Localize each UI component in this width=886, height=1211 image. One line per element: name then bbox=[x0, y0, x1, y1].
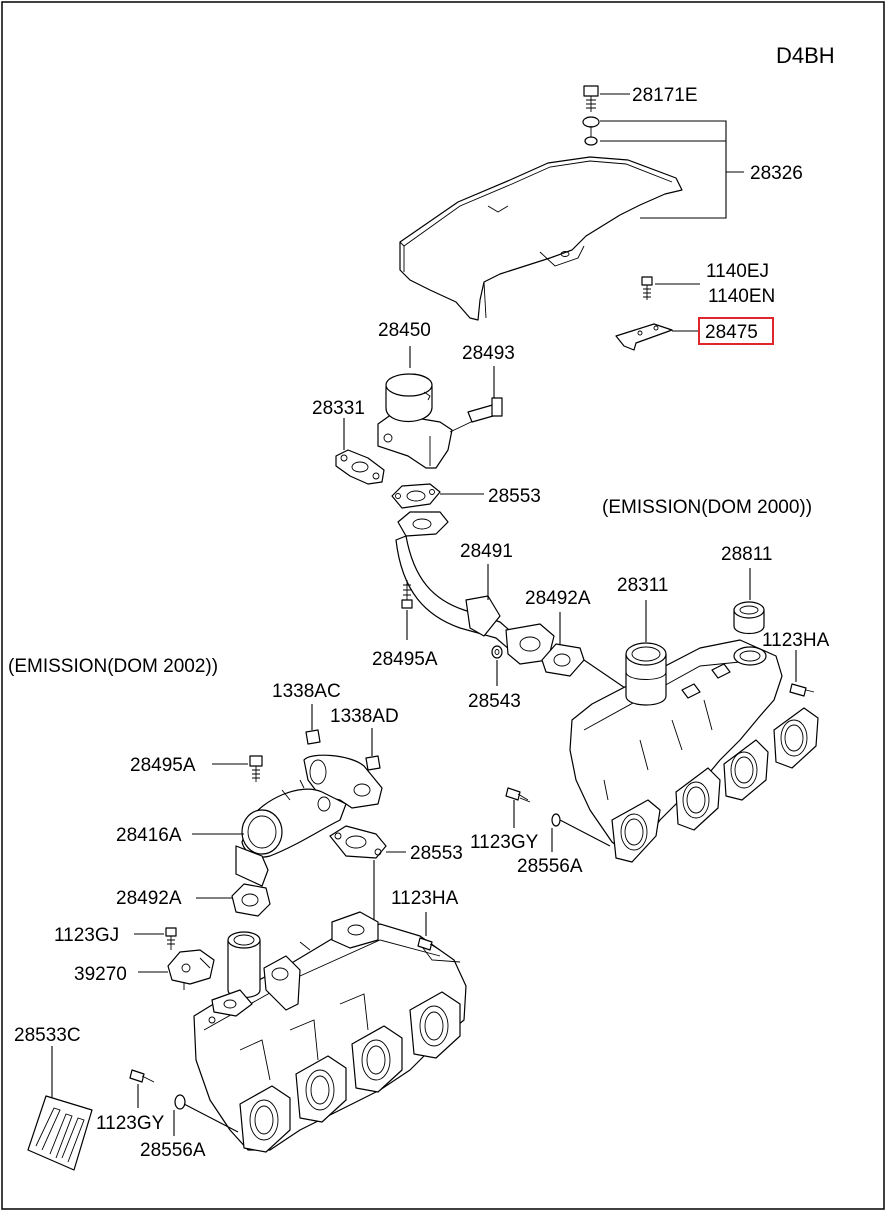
section-emission-2002: (EMISSION(DOM 2002)) bbox=[8, 656, 218, 677]
bolt-1123GY-lower-icon bbox=[129, 1069, 155, 1083]
label-28492A-lower: 28492A bbox=[116, 888, 182, 909]
nut-1338AC-icon bbox=[305, 729, 321, 745]
label-1123GJ: 1123GJ bbox=[54, 925, 119, 946]
label-28495A-upper: 28495A bbox=[372, 649, 438, 670]
washer-stack-icon bbox=[582, 116, 600, 146]
label-1338AD: 1338AD bbox=[330, 706, 399, 727]
label-28493: 28493 bbox=[462, 343, 515, 364]
gasket-28331-icon bbox=[335, 449, 385, 485]
label-28331: 28331 bbox=[312, 398, 365, 419]
label-28326: 28326 bbox=[750, 163, 803, 184]
label-28171E: 28171E bbox=[632, 85, 698, 106]
egr-pipe-28491 bbox=[395, 511, 555, 665]
plug-ring-icon bbox=[733, 646, 767, 666]
bolt-28495A-upper-icon bbox=[401, 580, 413, 609]
label-28553-lower: 28553 bbox=[410, 843, 463, 864]
bolt-28495A-lower-icon bbox=[249, 755, 263, 782]
label-28533C: 28533C bbox=[14, 1025, 81, 1046]
label-1140EN: 1140EN bbox=[708, 286, 775, 307]
label-28416A: 28416A bbox=[116, 825, 182, 846]
label-39270: 39270 bbox=[74, 964, 127, 985]
bolt-1123GJ-icon bbox=[165, 927, 177, 950]
label-28811: 28811 bbox=[721, 544, 772, 565]
cap-28811-icon bbox=[733, 601, 765, 635]
label-28491: 28491 bbox=[460, 541, 513, 562]
label-28556A-upper: 28556A bbox=[517, 856, 583, 877]
highlight-box-28475 bbox=[698, 317, 774, 345]
label-28553-upper: 28553 bbox=[488, 486, 541, 507]
label-28311: 28311 bbox=[617, 575, 668, 596]
nut-1338AD-icon bbox=[365, 755, 381, 771]
label-28495A-lower: 28495A bbox=[130, 755, 196, 776]
heat-shield-28326 bbox=[399, 156, 683, 321]
label-1123HA-lower: 1123HA bbox=[391, 888, 459, 909]
bracket-28475-icon bbox=[615, 323, 673, 351]
label-28475: 28475 bbox=[705, 322, 758, 343]
label-28556A-lower: 28556A bbox=[140, 1140, 206, 1161]
heat-shield-28533C-icon bbox=[27, 1095, 93, 1171]
egr-port-28311 bbox=[625, 642, 667, 706]
label-1123GY-upper: 1123GY bbox=[470, 832, 539, 853]
nut-28543-icon bbox=[491, 645, 503, 659]
sensor-39270-icon bbox=[167, 949, 215, 990]
engine-code: D4BH bbox=[776, 43, 835, 68]
label-1123HA-upper: 1123HA bbox=[762, 630, 830, 651]
label-28450: 28450 bbox=[378, 320, 431, 341]
bolt-1123HA-lower-icon bbox=[417, 937, 441, 951]
gasket-28553-lower-icon bbox=[329, 825, 387, 859]
washer-28556A-lower-icon bbox=[174, 1094, 186, 1110]
label-1140EJ: 1140EJ bbox=[706, 261, 769, 282]
gasket-28492A-lower-icon bbox=[231, 883, 271, 917]
washer-28556A-upper-icon bbox=[551, 813, 561, 827]
label-28492A-upper: 28492A bbox=[525, 588, 591, 609]
label-28543: 28543 bbox=[468, 691, 521, 712]
bolt-1140EJ-icon bbox=[641, 276, 653, 300]
bolt-1123HA-upper-icon bbox=[789, 683, 815, 697]
exhaust-manifold-2002 bbox=[193, 911, 467, 1153]
bolt-28493-icon bbox=[467, 397, 503, 423]
section-emission-2000: (EMISSION(DOM 2000)) bbox=[602, 497, 812, 518]
egr-cooler-28416A bbox=[235, 754, 383, 887]
gasket-28553-upper-icon bbox=[391, 483, 441, 509]
exhaust-manifold-2000 bbox=[569, 639, 819, 863]
label-1123GY-lower: 1123GY bbox=[96, 1113, 165, 1134]
egr-valve-28450 bbox=[377, 373, 493, 469]
bolt-1123GY-upper-icon bbox=[505, 787, 531, 803]
label-1338AC: 1338AC bbox=[272, 681, 341, 702]
bolt-28171E-icon bbox=[583, 85, 599, 112]
